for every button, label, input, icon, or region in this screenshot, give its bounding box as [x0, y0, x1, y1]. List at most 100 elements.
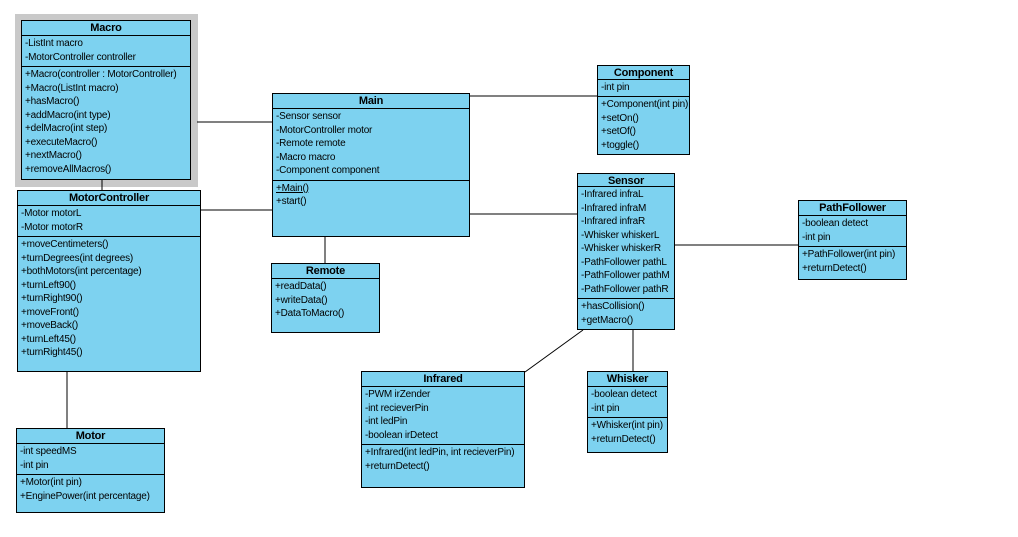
member-row: +Whisker(int pin) [591, 420, 663, 431]
member-row: -Whisker whiskerR [581, 243, 661, 254]
member-row: -int recieverPin [365, 402, 429, 414]
member-row: +toggle() [601, 139, 639, 151]
class-title: Whisker [588, 372, 667, 387]
member-row: +removeAllMacros() [25, 163, 112, 175]
member-row: +EnginePower(int percentage) [20, 490, 150, 502]
member-row: -int pin [601, 81, 630, 93]
member-row: +turnRight90() [21, 293, 83, 304]
member-row: -Component component [276, 165, 380, 176]
attributes-compartment: -Motor motorL -Motor motorR [18, 206, 200, 237]
member-row: -Motor motorR [21, 221, 83, 233]
class-motor[interactable]: Motor -int speedMS -int pin +Motor(int pi… [16, 428, 165, 513]
methods-compartment: +Main() +start() [273, 181, 469, 237]
class-infrared[interactable]: Infrared -PWM irZender -int recieverPin -i… [361, 371, 525, 488]
member-row: -int pin [802, 231, 831, 243]
class-title: Motor [17, 429, 164, 444]
member-row: +moveBack() [21, 320, 78, 331]
member-row: -int speedMS [20, 446, 77, 457]
class-main[interactable]: Main -Sensor sensor -MotorController moto… [272, 93, 470, 237]
member-row: -Infrared infraL [581, 189, 644, 200]
member-row: +turnLeft45() [21, 333, 76, 345]
class-title: Sensor [578, 174, 674, 187]
member-row: +turnDegrees(int degrees) [21, 252, 134, 264]
class-title: Infrared [362, 372, 524, 387]
attributes-compartment: -int speedMS -int pin [17, 444, 164, 475]
member-row: +setOn() [601, 112, 639, 124]
attributes-compartment: -boolean detect -int pin [588, 387, 667, 418]
member-row: +returnDetect() [591, 433, 656, 445]
member-row: -Infrared infraR [581, 216, 646, 227]
member-row: +DataToMacro() [275, 308, 345, 319]
member-row: +addMacro(int type) [25, 109, 111, 121]
methods-compartment: +readData() +writeData() +DataToMacro() [272, 279, 379, 332]
member-row: +Motor(int pin) [20, 477, 82, 488]
member-row: +writeData() [275, 294, 328, 306]
member-row: +moveFront() [21, 306, 79, 318]
class-title: Remote [272, 264, 379, 279]
member-row: -Whisker whiskerL [581, 229, 660, 241]
class-remote[interactable]: Remote +readData() +writeData() +DataToMac… [271, 263, 380, 333]
attributes-compartment: -PWM irZender -int recieverPin -int ledPin… [362, 387, 524, 445]
member-row: +start() [276, 196, 307, 207]
class-motorcontroller[interactable]: MotorController -Motor motorL-Motor moto… [17, 190, 201, 372]
class-title: PathFollower [799, 201, 906, 216]
class-macro[interactable]: Macro -ListInt macro -MotorController con… [21, 20, 191, 180]
attributes-compartment: -Sensor sensor -MotorController motor -Rem… [273, 109, 469, 181]
member-row: +Macro(controller : MotorController) [25, 69, 177, 80]
methods-compartment: +PathFollower(int pin) +returnDetect() [799, 247, 906, 279]
member-row: -Macro macro [276, 151, 336, 163]
member-row: -boolean detect [802, 218, 868, 229]
member-row: +Macro(ListInt macro) [25, 82, 119, 94]
member-row: -Remote remote [276, 138, 346, 149]
member-row: +hasMacro() [25, 96, 80, 107]
member-row: -int pin [20, 459, 49, 471]
class-title: Main [273, 94, 469, 109]
member-row: +readData() [275, 281, 327, 292]
member-row: -int pin [591, 402, 620, 414]
member-row: +Component(int pin) [601, 99, 689, 110]
member-row: -PWM irZender [365, 389, 431, 400]
class-whisker[interactable]: Whisker -boolean detect -int pin +Whisker… [587, 371, 668, 453]
attributes-compartment: -ListInt macro -MotorController controlle… [22, 36, 190, 67]
member-row: +hasCollision() [581, 301, 645, 312]
member-row: +Infrared(int ledPin, int recieverPin) [365, 447, 515, 458]
methods-compartment: +Macro(controller : MotorController) +Mac… [22, 67, 190, 179]
member-row: +PathFollower(int pin) [802, 249, 896, 260]
member-row: -MotorController motor [276, 124, 373, 136]
member-row: -Infrared infraM [581, 202, 647, 214]
relation-sensor-infrared[interactable] [524, 329, 584, 373]
member-row: -PathFollower pathR [581, 283, 669, 295]
methods-compartment: +Motor(int pin) +EnginePower(int percenta… [17, 475, 164, 512]
class-sensor[interactable]: Sensor -Infrared infraL-Infrared infraM-… [577, 173, 675, 330]
member-row: +returnDetect() [802, 262, 867, 274]
class-title: Component [598, 66, 689, 80]
member-row: +bothMotors(int percentage) [21, 266, 142, 277]
member-row: -boolean irDetect [365, 429, 438, 441]
class-title: Macro [22, 21, 190, 36]
member-row: -int ledPin [365, 416, 408, 427]
class-pathfollower[interactable]: PathFollower -boolean detect -int pin +Pa… [798, 200, 907, 280]
attributes-compartment: -Infrared infraL -Infrared infraM -Infrare… [578, 187, 674, 299]
member-row: -ListInt macro [25, 38, 83, 49]
member-row: -MotorController controller [25, 51, 136, 63]
member-row: -boolean detect [591, 389, 657, 400]
methods-compartment: +hasCollision() +getMacro() [578, 299, 674, 329]
member-row: -Motor motorL [21, 208, 82, 219]
member-row: +executeMacro() [25, 136, 98, 148]
member-row: -PathFollower pathM [581, 270, 670, 281]
member-row: +Main() [276, 182, 309, 194]
member-row: -Sensor sensor [276, 111, 342, 122]
member-row: +getMacro() [581, 314, 633, 326]
member-row: +moveCentimeters() [21, 239, 109, 250]
member-row: +setOf() [601, 126, 636, 137]
methods-compartment: +moveCentimeters() +turnDegrees(int degre… [18, 237, 200, 371]
member-row: +delMacro(int step) [25, 123, 108, 134]
class-component[interactable]: Component -int pin +Component(int pin) +s… [597, 65, 690, 155]
methods-compartment: +Component(int pin) +setOn() +setOf() +togg… [598, 97, 689, 154]
methods-compartment: +Whisker(int pin) +returnDetect() [588, 418, 667, 452]
member-row: +nextMacro() [25, 150, 82, 161]
member-row: -PathFollower pathL [581, 256, 667, 268]
member-row: +turnLeft90() [21, 279, 76, 291]
